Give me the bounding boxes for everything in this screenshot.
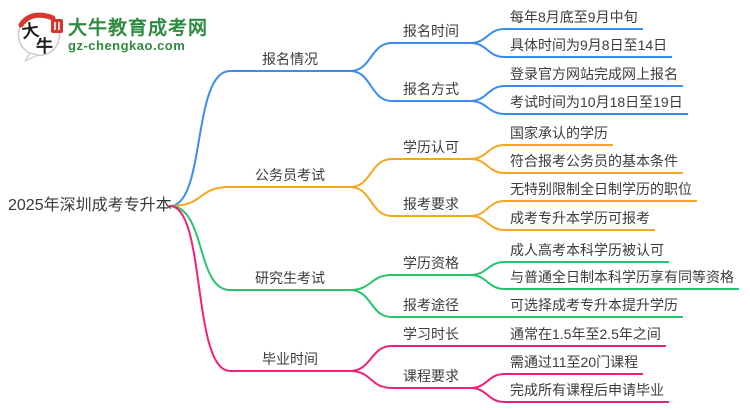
branch-line <box>469 261 506 276</box>
branch-line <box>469 28 506 44</box>
branch-line <box>469 85 506 102</box>
branch-line <box>469 200 506 217</box>
branch-line <box>349 70 393 102</box>
branch-label[interactable]: 研究生考试 <box>230 269 350 291</box>
branch-line <box>469 274 506 290</box>
branch-line <box>469 158 506 174</box>
branch-line <box>349 274 393 291</box>
branch-line <box>469 215 506 231</box>
branch-line <box>469 387 506 403</box>
subbranch-label[interactable]: 学习时长 <box>392 325 470 347</box>
site-domain: gz-chengkao.com <box>68 37 186 53</box>
branch-line <box>469 373 506 389</box>
branch-label[interactable]: 公务员考试 <box>230 166 350 188</box>
site-name: 大牛教育成考网 <box>68 17 209 39</box>
logo-char-1: 大 <box>21 20 41 42</box>
leaf-label[interactable]: 每年8月底至9月中旬 <box>505 8 643 30</box>
branch-label[interactable]: 毕业时间 <box>230 350 350 372</box>
subbranch-label[interactable]: 学历认可 <box>392 138 470 160</box>
leaf-label[interactable]: 具体时间为9月8日至14日 <box>505 36 673 58</box>
logo-bubble-icon: 大 牛 <box>17 12 63 62</box>
branch-line <box>169 186 231 207</box>
subbranch-label[interactable]: 报考要求 <box>392 195 470 217</box>
subbranch-label[interactable]: 课程要求 <box>392 367 470 389</box>
branch-line <box>349 289 393 318</box>
branch-line <box>469 100 506 115</box>
logo-char-2: 牛 <box>36 36 53 56</box>
leaf-label[interactable]: 与普通全日制本科学历享有同等资格 <box>505 268 739 290</box>
leaf-label[interactable]: 通常在1.5年至2.5年之间 <box>505 325 666 347</box>
branch-line <box>349 370 393 389</box>
leaf-label[interactable]: 无特别限制全日制学历的职位 <box>505 180 697 202</box>
leaf-label[interactable]: 登录官方网站完成网上报名 <box>505 65 683 87</box>
leaf-label[interactable]: 考试时间为10月18日至19日 <box>505 93 688 115</box>
leaf-label[interactable]: 成人高考本科学历被认可 <box>505 241 669 263</box>
branch-line <box>349 42 393 72</box>
branch-line <box>349 345 393 372</box>
branch-line <box>169 205 231 291</box>
branch-line <box>349 158 393 188</box>
branch-line <box>169 205 231 372</box>
subbranch-label[interactable]: 报名时间 <box>392 22 470 44</box>
leaf-label[interactable]: 国家承认的学历 <box>505 124 613 146</box>
leaf-label[interactable]: 符合报考公务员的基本条件 <box>505 152 683 174</box>
branch-label[interactable]: 报名情况 <box>230 50 350 72</box>
site-logo: 大 牛 大牛教育成考网 gz-chengkao.com <box>14 8 208 62</box>
branch-line <box>349 186 393 217</box>
logo-seal <box>51 19 63 33</box>
branch-line <box>469 144 506 160</box>
leaf-label[interactable]: 完成所有课程后申请毕业 <box>505 381 669 403</box>
subbranch-label[interactable]: 报名方式 <box>392 80 470 102</box>
leaf-label[interactable]: 需通过11至20门课程 <box>505 353 644 375</box>
branch-line <box>469 42 506 58</box>
root-node[interactable]: 2025年深圳成考专升本 <box>8 197 172 214</box>
leaf-label[interactable]: 成考专升本学历可报考 <box>505 209 655 231</box>
subbranch-label[interactable]: 学历资格 <box>392 254 470 276</box>
branch-line <box>169 70 231 207</box>
leaf-label[interactable]: 可选择成考专升本提升学历 <box>505 296 683 318</box>
subbranch-label[interactable]: 报考途径 <box>392 296 470 318</box>
